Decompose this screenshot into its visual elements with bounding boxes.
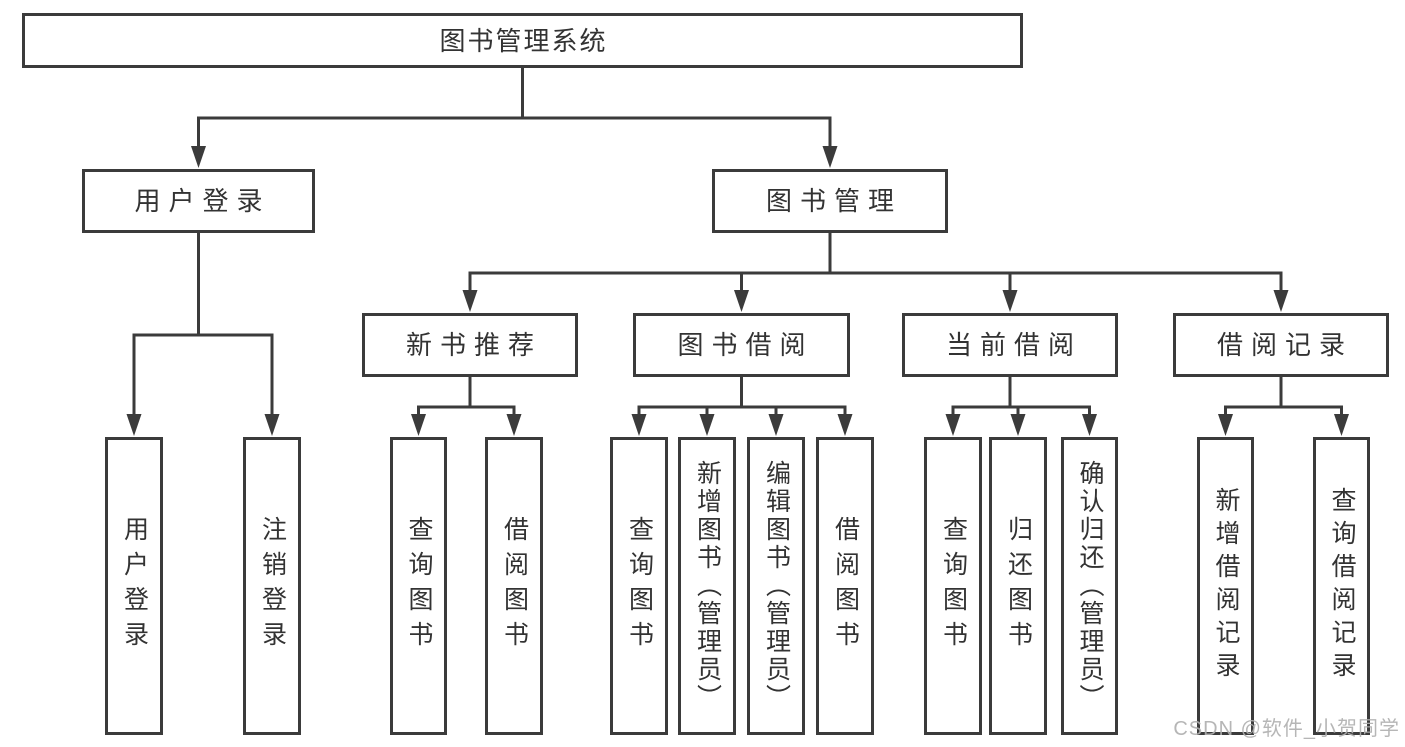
leaf-query-books-recommend: 查询图书	[390, 437, 447, 735]
node-label: 查询图书	[405, 516, 433, 656]
node-label: 新书推荐	[405, 330, 542, 360]
node-current-borrowing: 当前借阅	[902, 313, 1118, 377]
leaf-edit-book-admin: 编辑图书（管理员）	[747, 437, 805, 735]
node-label: 归还图书	[1004, 516, 1033, 656]
node-new-book-recommendation: 新书推荐	[362, 313, 578, 377]
node-label: 图书借阅	[677, 330, 814, 360]
node-book-management-branch: 图书管理	[712, 169, 948, 233]
leaf-add-borrow-record: 新增借阅记录	[1197, 437, 1254, 735]
node-label: 借阅记录	[1216, 330, 1353, 360]
leaf-query-borrow-record: 查询借阅记录	[1313, 437, 1370, 735]
node-label: 新增图书（管理员）	[693, 460, 722, 712]
node-label: 查询图书	[939, 516, 968, 656]
node-library-management-system: 图书管理系统	[22, 13, 1023, 68]
leaf-logout: 注销登录	[243, 437, 301, 735]
node-label: 图书管理	[765, 186, 902, 216]
node-label: 编辑图书（管理员）	[762, 460, 791, 712]
node-label: 借阅图书	[831, 516, 860, 656]
node-label: 借阅图书	[500, 516, 529, 656]
node-label: 用户登录	[120, 516, 149, 656]
leaf-query-books-current: 查询图书	[924, 437, 982, 735]
leaf-borrow-books-recommend: 借阅图书	[485, 437, 543, 735]
csdn-watermark: CSDN @软件_小贺同学	[1173, 718, 1400, 740]
node-label: 查询借阅记录	[1328, 487, 1356, 685]
node-label: 查询图书	[625, 516, 654, 656]
node-user-login-branch: 用户登录	[82, 169, 315, 233]
node-label: 新增借阅记录	[1212, 487, 1240, 685]
node-label: 用户登录	[134, 186, 271, 216]
leaf-add-book-admin: 新增图书（管理员）	[678, 437, 736, 735]
leaf-user-login: 用户登录	[105, 437, 163, 735]
leaf-confirm-return-admin: 确认归还（管理员）	[1061, 437, 1118, 735]
leaf-query-books-borrow: 查询图书	[610, 437, 668, 735]
node-label: 注销登录	[258, 516, 287, 656]
node-book-borrowing: 图书借阅	[633, 313, 850, 377]
node-label: 确认归还（管理员）	[1076, 460, 1104, 712]
node-label: 当前借阅	[945, 330, 1082, 360]
node-label: 图书管理系统	[439, 25, 608, 56]
node-borrowing-records: 借阅记录	[1173, 313, 1389, 377]
leaf-borrow-books: 借阅图书	[816, 437, 874, 735]
leaf-return-books: 归还图书	[989, 437, 1047, 735]
